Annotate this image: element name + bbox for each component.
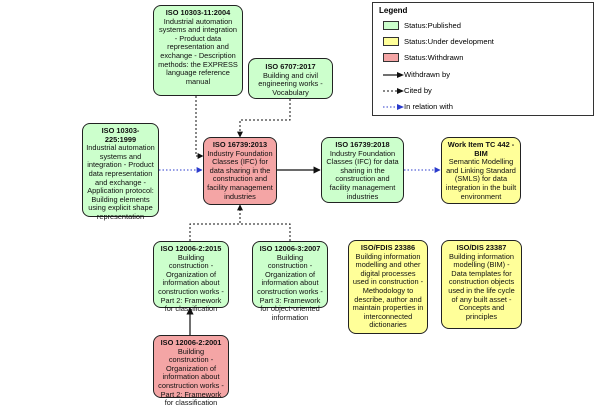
node-iso-12006-3: ISO 12006-3:2007 Building construction -…: [252, 241, 328, 322]
legend-item-under-development: Status:Under development: [373, 35, 593, 49]
node-description: Building construction - Organization of …: [158, 346, 224, 408]
node-title: ISO 6707:2017: [265, 62, 316, 71]
node-title: ISO/FDIS 23386: [360, 243, 416, 252]
legend-label: Status:Under development: [404, 37, 494, 46]
edge-12006-2-2015-to-16739-2013: [189, 223, 240, 241]
node-title: ISO 16739:2013: [212, 140, 268, 149]
legend-label: Cited by: [404, 86, 432, 95]
legend-item-cited-by: Cited by: [373, 84, 593, 98]
edge-6707-to-16739-2013: [237, 99, 291, 138]
node-iso-16739-2013: ISO 16739:2013 Industry Foundation Class…: [203, 137, 277, 205]
node-title: ISO 10303-11:2004: [165, 8, 231, 17]
node-iso-12006-2-2001: ISO 12006-2:2001 Building construction -…: [153, 335, 229, 407]
node-title: ISO 10303-225:1999: [101, 126, 140, 144]
node-iso-fdis-23386: ISO/FDIS 23386 Building information mode…: [348, 240, 428, 334]
node-title: ISO/DIS 23387: [456, 243, 507, 252]
node-description: Building construction - Organization of …: [158, 252, 224, 314]
node-description: Semantic Modelling and Linking Standard …: [445, 157, 517, 201]
node-iso-10303-11: ISO 10303-11:2004 Industrial automation …: [153, 5, 243, 96]
legend-title: Legend: [379, 6, 408, 15]
legend-item-withdrawn: Status:Withdrawn: [373, 51, 593, 65]
legend-swatch-withdrawn: [383, 53, 399, 62]
dashed-arrow-icon: [383, 88, 404, 94]
node-iso-dis-23387: ISO/DIS 23387 Building information model…: [441, 240, 522, 329]
legend-label: In relation with: [404, 102, 453, 111]
node-description: Industry Foundation Classes (IFC) for da…: [326, 148, 399, 201]
node-title: ISO 12006-3:2007: [259, 244, 321, 253]
node-description: Industry Foundation Classes (IFC) for da…: [207, 148, 273, 201]
node-description: Building information modelling (BIM) - D…: [448, 251, 515, 321]
edge-12006-3-to-16739-2013: [237, 204, 291, 241]
legend-swatch-published: [383, 21, 399, 30]
node-description: Building information modelling and other…: [352, 251, 424, 330]
legend-item-withdrawn-by: Withdrawn by: [373, 68, 593, 82]
legend-label: Withdrawn by: [404, 70, 451, 79]
legend-label: Status:Published: [404, 21, 461, 30]
node-description: Building and civil engineering works - V…: [258, 70, 323, 97]
node-title: ISO 12006-2:2001: [160, 338, 222, 347]
legend-swatch-under-development: [383, 37, 399, 46]
node-description: Industrial automation systems and integr…: [86, 143, 155, 221]
dotted-blue-arrow-icon: [383, 104, 404, 110]
legend-label: Status:Withdrawn: [404, 53, 464, 62]
node-iso-16739-2018: ISO 16739:2018 Industry Foundation Class…: [321, 137, 404, 203]
node-iso-12006-2-2015: ISO 12006-2:2015 Building construction -…: [153, 241, 229, 313]
node-title: ISO 16739:2018: [335, 140, 390, 149]
node-description: Building construction - Organization of …: [257, 252, 323, 322]
node-title: ISO 12006-2:2015: [160, 244, 222, 253]
node-work-item-tc442: Work Item TC 442 - BIM Semantic Modellin…: [441, 137, 521, 204]
node-title: Work Item TC 442 - BIM: [447, 140, 515, 158]
edge-10303-11-to-16739-2013: [195, 96, 204, 159]
legend: Legend Status:Published Status:Under dev…: [372, 2, 594, 116]
legend-item-in-relation-with: In relation with: [373, 100, 593, 114]
solid-arrow-icon: [383, 72, 404, 78]
node-iso-6707: ISO 6707:2017 Building and civil enginee…: [248, 58, 333, 99]
node-iso-10303-225: ISO 10303-225:1999 Industrial automation…: [82, 123, 159, 221]
node-description: Industrial automation systems and integr…: [158, 16, 238, 86]
legend-item-published: Status:Published: [373, 19, 593, 33]
